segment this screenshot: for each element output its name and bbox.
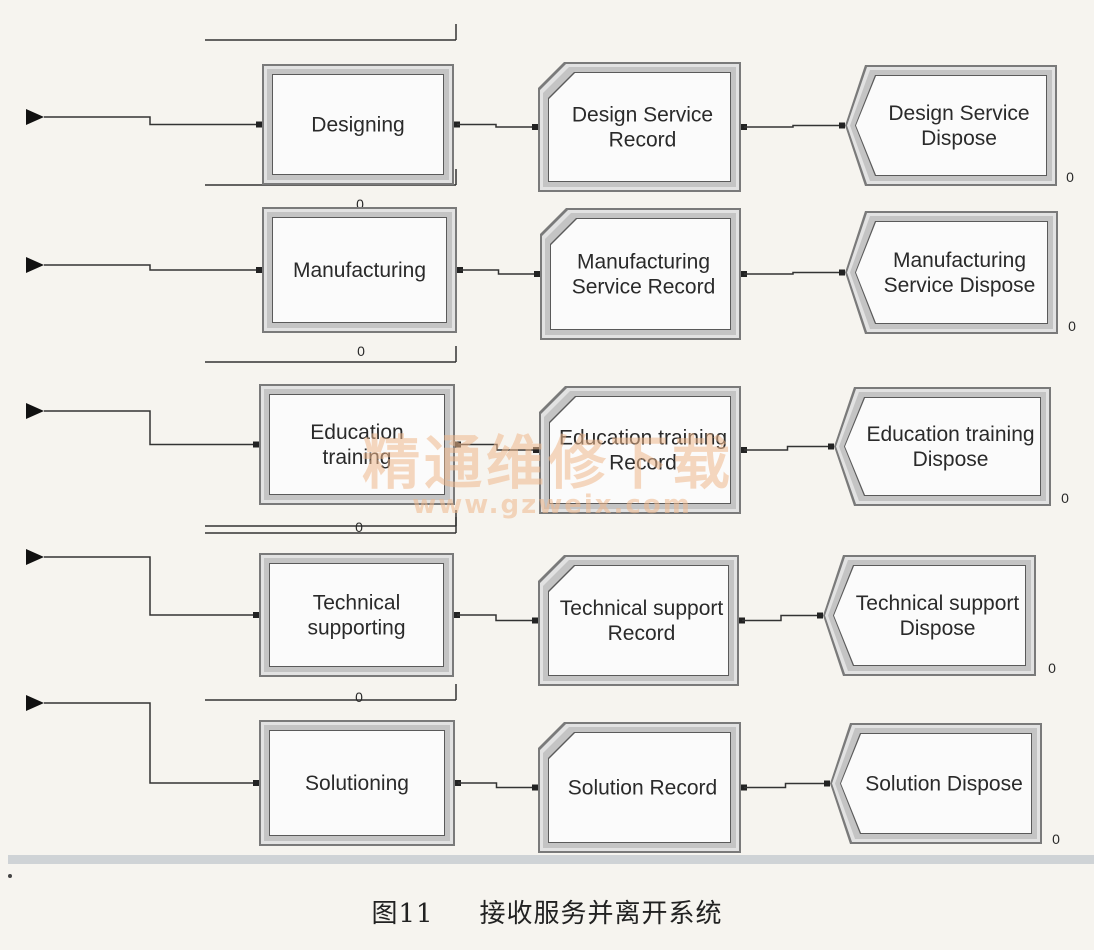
record-block-label: Record [609,452,677,475]
process-block-label: Solutioning [305,772,409,795]
dispose-count: 0 [1052,831,1060,847]
connection-port [817,612,823,619]
connection-port [534,271,540,277]
process-block-label: Technical [313,592,401,615]
dispose-block-label: Education training [866,423,1034,446]
dispose-block-label: Dispose [913,448,989,471]
process-to-record-connector [460,269,537,275]
record-block-label: Record [608,622,676,645]
entry-connector [44,264,259,271]
dot [8,874,12,878]
record-to-dispose-connector [744,271,842,275]
record-block-face [549,733,730,842]
record-block-label: Education training [559,427,727,450]
connection-port [828,443,834,450]
process-count: 0 [355,689,363,705]
watermark-text: 精通维修下载 [362,429,734,497]
dispose-block-label: Dispose [900,617,976,640]
record-block-label: Manufacturing [577,251,710,274]
record-block-label: Solution Record [568,777,717,800]
connection-port [532,124,538,130]
process-count: 0 [357,343,365,359]
connection-port [839,269,845,276]
process-block-label: Education [310,421,403,444]
figure-title: 接收服务并离开系统 [479,899,723,929]
entry-connector [44,702,256,784]
process-count: 0 [356,196,364,212]
dispose-count: 0 [1068,318,1076,334]
dispose-count: 0 [1061,490,1069,506]
process-block-label: training [323,446,392,469]
entry-connector [44,410,256,446]
flow-row: Solutioning Solution Record Solution Dispo… [26,695,1060,853]
dispose-block-label: Solution Dispose [865,773,1023,796]
dispose-block-label: Manufacturing [893,249,1026,272]
process-block-label: Manufacturing [293,259,426,282]
dispose-block-label: Dispose [921,127,997,150]
dispose-block-face [841,734,1031,833]
dispose-block-face [856,222,1047,323]
process-block-face [270,564,443,666]
dispose-block-label: Service Dispose [884,274,1036,297]
entry-connector [44,556,256,616]
connection-port [253,780,259,786]
dispose-block-label: Design Service [888,102,1029,125]
connection-port [532,617,538,624]
record-block-face [549,566,728,675]
connection-port [256,121,262,128]
process-to-record-connector [458,443,536,451]
dispose-block-face [845,398,1040,495]
figure-number: 图11 [371,899,434,929]
dispose-count: 0 [1066,169,1074,185]
connection-port [253,441,259,448]
connection-port [533,447,539,453]
entry-arrow-icon [26,403,44,419]
record-to-dispose-connector [744,124,842,128]
process-block-label: supporting [307,617,405,640]
connection-port [824,780,830,787]
watermark-url: www.gzweix.com [412,490,692,520]
process-block-face [270,731,444,835]
figure-caption: 图11 接收服务并离开系统 [0,893,1094,930]
dispose-count: 0 [1048,660,1056,676]
entry-connector [44,116,259,126]
record-block-label: Record [609,129,677,152]
process-count: 0 [355,519,363,535]
connection-port [256,267,262,273]
separator [8,855,1094,864]
record-to-dispose-connector [744,782,827,789]
record-block-label: Design Service [572,104,713,127]
dispose-block-label: Technical support [856,592,1020,615]
process-block-label: Designing [311,114,404,137]
entry-arrow-icon [26,109,44,125]
process-to-record-connector [457,123,535,128]
record-block-label: Technical support [560,597,724,620]
entry-arrow-icon [26,257,44,273]
record-to-dispose-connector [742,614,820,622]
dispose-block-face [834,566,1025,665]
entry-arrow-icon [26,549,44,565]
connection-port [839,122,845,129]
record-block-label: Service Record [572,276,716,299]
dispose-block-face [856,76,1046,175]
connection-port [253,612,259,618]
process-block-face [273,218,446,322]
record-to-dispose-connector [744,445,831,451]
record-block-face [550,397,730,503]
connection-port [532,784,538,791]
process-block-face [270,395,444,494]
process-to-record-connector [457,614,535,622]
record-block-face [549,73,730,181]
entry-arrow-icon [26,695,44,711]
process-block-face [273,75,443,174]
process-to-record-connector [458,782,535,789]
record-block-face [551,219,730,329]
